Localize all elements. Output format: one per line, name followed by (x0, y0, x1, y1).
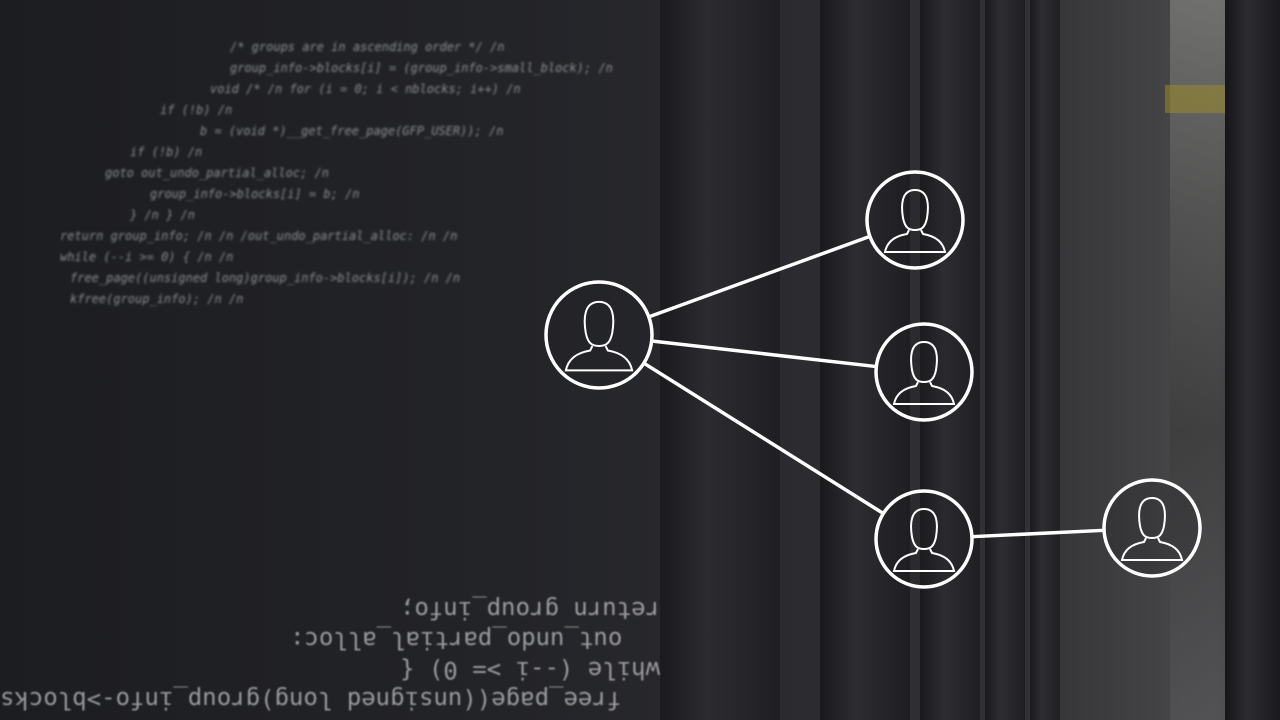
server-rack (1030, 0, 1060, 720)
code-line: /* groups are in ascending order */ /n (230, 40, 505, 54)
code-line: return group_info; /n /n /out_undo_parti… (60, 229, 458, 243)
user-node-center (544, 280, 654, 390)
code-line: group_info->blocks[i] = (group_info->sma… (230, 61, 613, 75)
code-line: void /* /n for (i = 0; i < nblocks; i++)… (210, 82, 521, 96)
code-line: goto out_undo_partial_alloc; /n (105, 166, 329, 180)
person-icon (892, 340, 956, 405)
user-node-top-right (865, 170, 965, 270)
person-icon (1120, 496, 1184, 561)
server-rack (820, 0, 910, 720)
user-node-bottom-right (874, 489, 974, 589)
server-rack (660, 0, 780, 720)
server-rack (1225, 0, 1280, 720)
code-line: while (--i >= 0) { /n /n (60, 250, 234, 264)
connection-line (651, 339, 877, 369)
connection-line (642, 361, 885, 515)
connection-line (648, 234, 871, 319)
code-line: if (!b) /n (160, 103, 233, 117)
ceiling-beam (1165, 85, 1225, 113)
connection-line (971, 528, 1105, 539)
code-line: group_info->blocks[i] = b; /n (150, 187, 360, 201)
server-rack (985, 0, 1025, 720)
code-line: if (!b) /n (130, 145, 203, 159)
user-node-middle-right (874, 322, 974, 422)
person-icon (892, 507, 956, 572)
code-line: } /n } /n (130, 208, 196, 222)
person-icon (883, 188, 947, 253)
user-node-far-right (1102, 478, 1202, 578)
code-line: b = (void *)__get_free_page(GFP_USER)); … (200, 124, 504, 138)
code-line: kfree(group_info); /n /n (70, 292, 244, 306)
code-line: free_page((unsigned long)group_info->blo… (70, 271, 461, 285)
person-icon (564, 300, 634, 372)
server-aisle (1170, 0, 1230, 720)
